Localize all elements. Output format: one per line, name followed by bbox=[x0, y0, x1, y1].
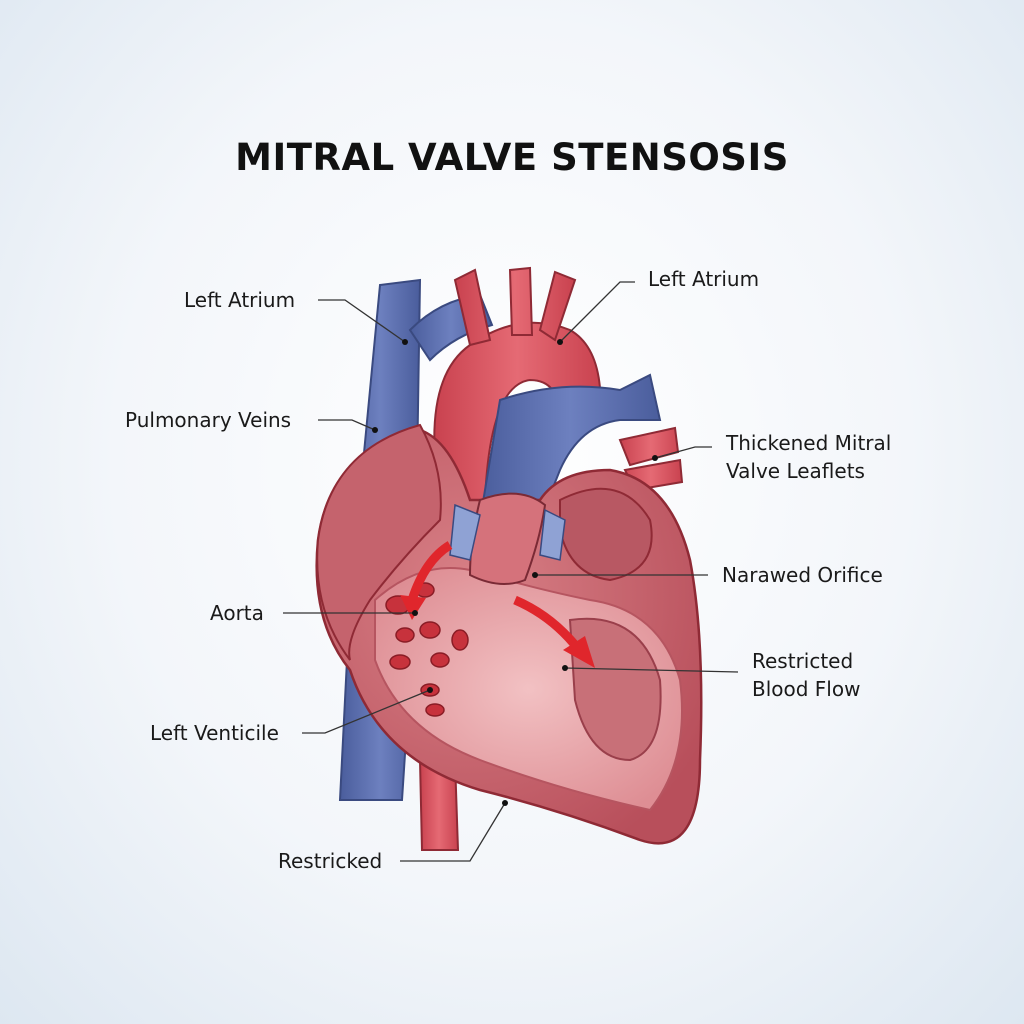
flow-arrow-2 bbox=[513, 595, 579, 648]
label-narawed-orifice: Narawed Orifice bbox=[722, 563, 883, 587]
label-pulmonary-veins: Pulmonary Veins bbox=[125, 408, 292, 432]
flow-arrow-1 bbox=[407, 541, 453, 602]
label-thickened-line1: Thickened Mitral bbox=[726, 431, 892, 455]
label-thickened-line2: Valve Leaflets bbox=[726, 459, 865, 483]
leader-lines bbox=[283, 281, 739, 862]
label-restricted-line1: Restricted bbox=[752, 649, 854, 673]
label-restricted-line2: Blood Flow bbox=[752, 677, 861, 701]
label-left-atrium-right: Left Atrium bbox=[648, 267, 760, 291]
label-aorta: Aorta bbox=[210, 601, 264, 625]
label-restricked: Restricked bbox=[278, 849, 383, 873]
label-left-venticile: Left Venticile bbox=[150, 721, 279, 745]
label-thickened-leaflets: Thickened Mitral Valve Leaflets bbox=[726, 429, 891, 485]
diagram-title: MITRAL VALVE STENSOSIS bbox=[235, 136, 789, 179]
aorta-arch bbox=[433, 321, 602, 501]
label-restricted-blood-flow: Restricted Blood Flow bbox=[752, 647, 860, 703]
label-left-atrium-left: Left Atrium bbox=[184, 288, 296, 312]
